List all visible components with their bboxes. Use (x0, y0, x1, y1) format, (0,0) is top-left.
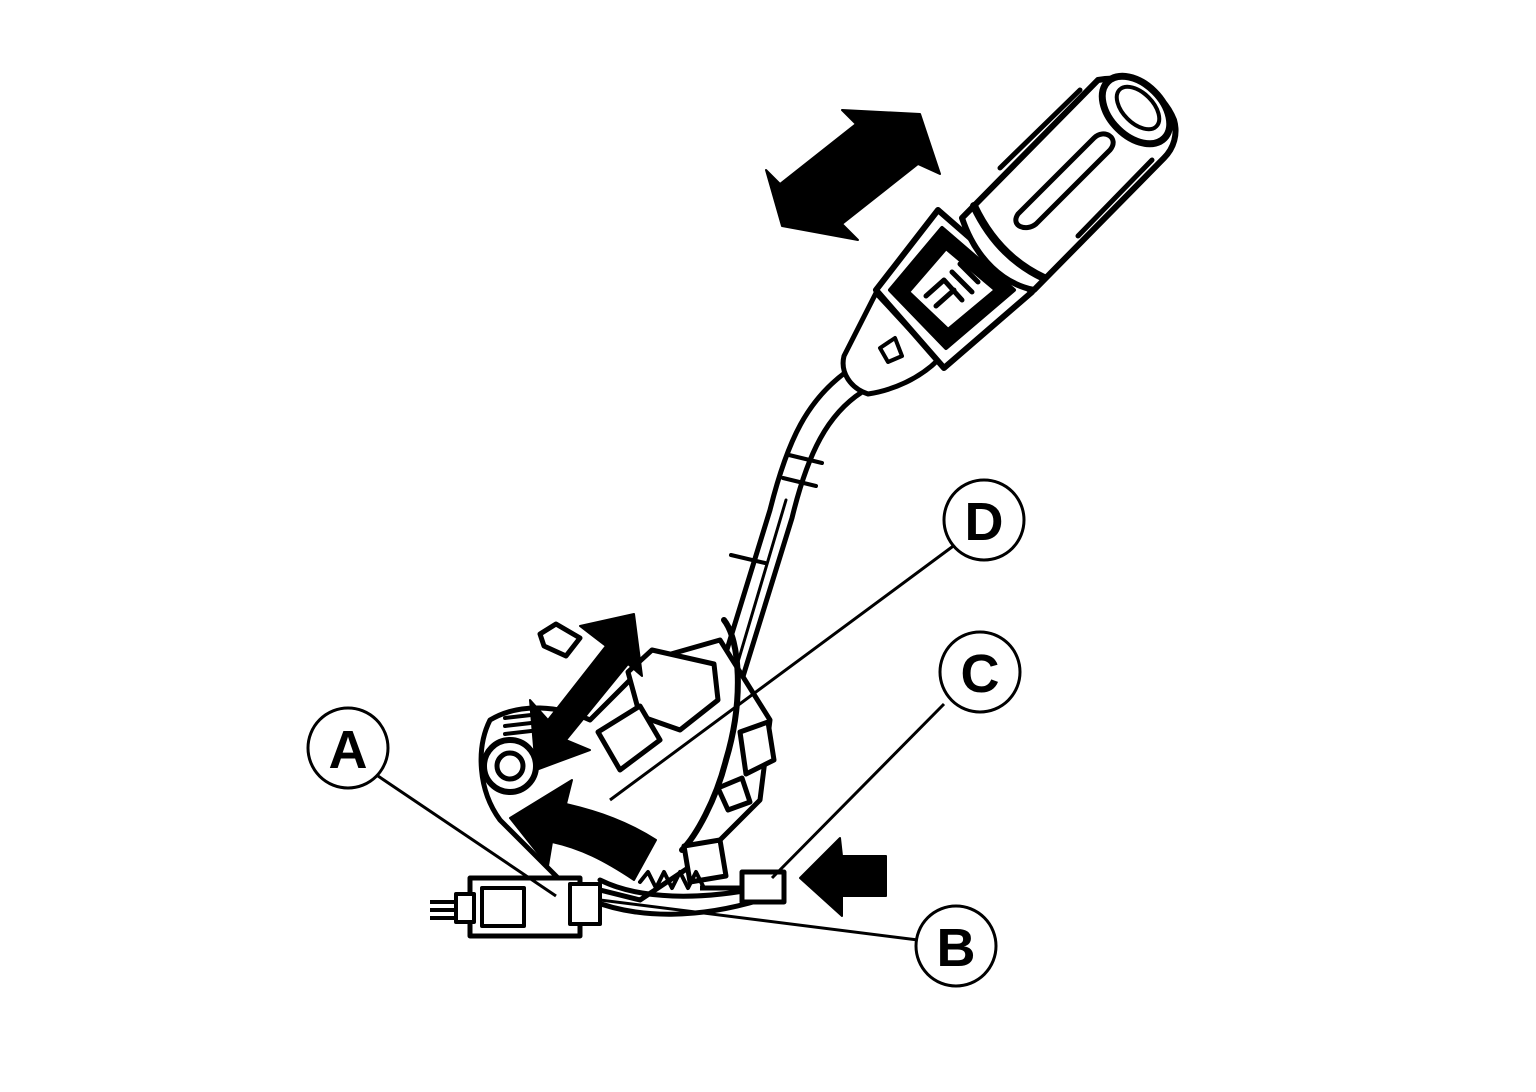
rod-band-upper (787, 453, 824, 465)
lock-pin-c (700, 869, 787, 905)
bracket-plate-lower (595, 703, 663, 773)
callout-c: C (938, 630, 1022, 714)
leader-c (770, 702, 946, 880)
switch-connector-a (430, 875, 602, 939)
callout-b-label: B (937, 918, 976, 978)
callout-a-label: A (329, 720, 368, 780)
connector-terminal (454, 892, 476, 924)
wire-bundle-2 (587, 897, 763, 917)
leader-b (599, 898, 919, 942)
collar-notch (878, 336, 904, 364)
connector-pins (430, 900, 456, 920)
knob-top-inner (1114, 84, 1162, 132)
lever-slide-arrow (765, 109, 941, 241)
detent-block (537, 621, 583, 659)
callout-a: A (306, 706, 390, 790)
connector-latch (568, 882, 602, 926)
push-arrow (799, 837, 887, 917)
rotation-arrow (509, 779, 657, 881)
connector-inner (480, 886, 526, 928)
motion-arrows (509, 109, 941, 917)
knob-grip-ridges (997, 87, 1155, 239)
spring-coil (638, 870, 706, 890)
leader-d (609, 542, 957, 802)
lock-pin-head (739, 869, 787, 905)
callout-d-label: D (965, 492, 1004, 552)
knob-grip-band (970, 202, 1048, 282)
mechanism-slide-arrow (529, 613, 643, 771)
cable-clip (681, 837, 729, 885)
base-bolt-inner (494, 750, 526, 782)
callout-b: B (914, 904, 998, 988)
leader-lines (377, 542, 957, 942)
knob-button-glyph (923, 261, 981, 309)
rod-band-mid (781, 476, 818, 488)
right-lug (737, 719, 777, 777)
wire-bundle (597, 877, 763, 899)
leader-a (377, 774, 557, 898)
pawl-rod (679, 617, 741, 853)
rod-band-lower (729, 553, 767, 565)
right-lug-lower (715, 775, 753, 813)
callout-d: D (942, 478, 1026, 562)
callout-c-label: C (961, 644, 1000, 704)
